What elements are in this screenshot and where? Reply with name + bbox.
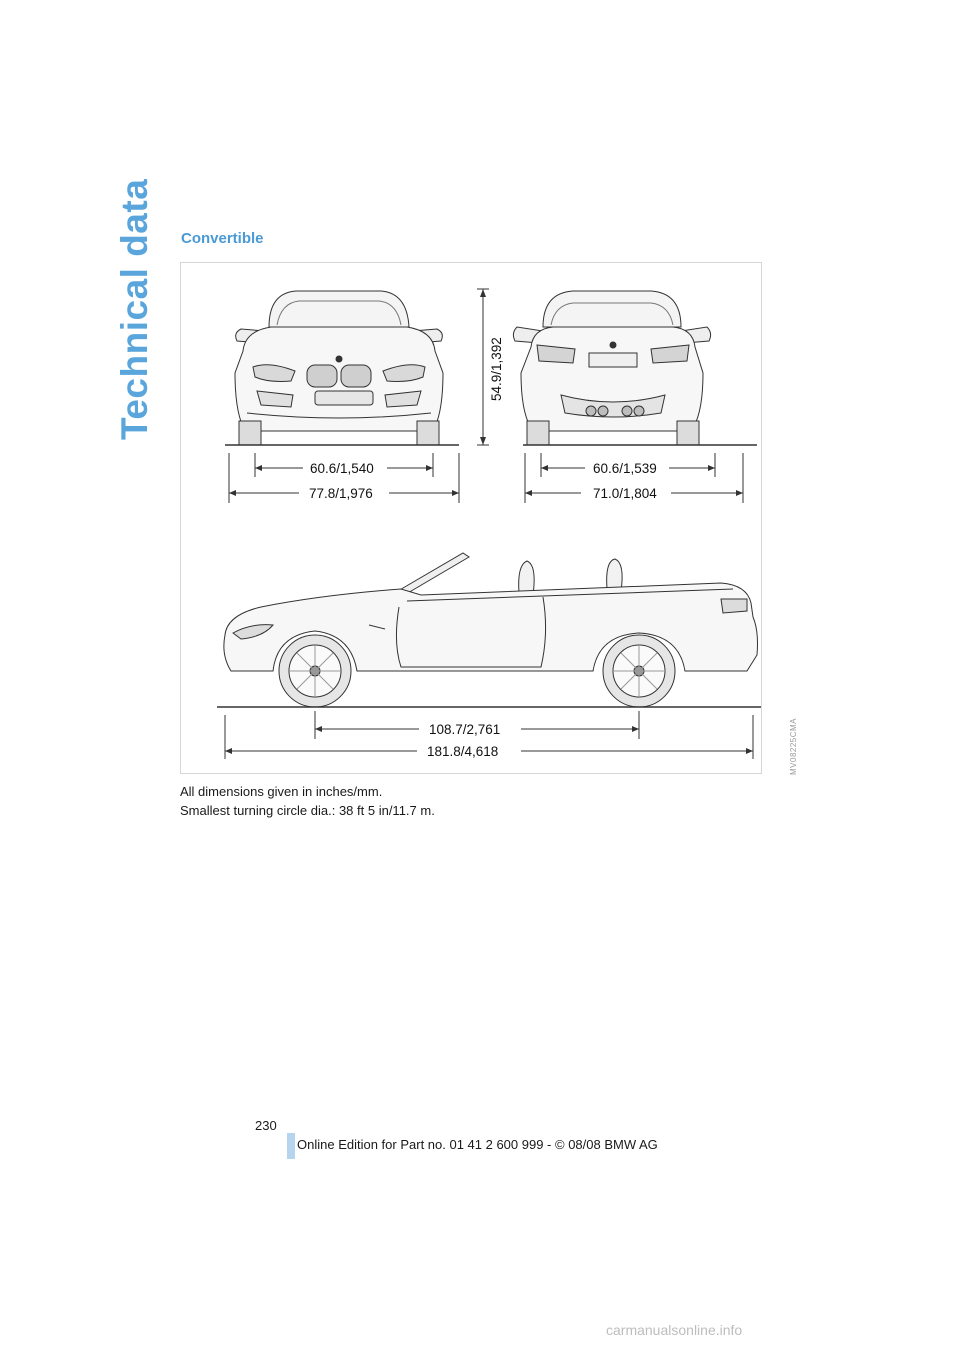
length-label: 181.8/4,618 — [427, 744, 498, 759]
rear-track-label: 60.6/1,539 — [593, 461, 657, 476]
side-section-title: Technical data — [114, 178, 155, 440]
front-track-label: 60.6/1,540 — [310, 461, 374, 476]
dimensions-note: All dimensions given in inches/mm. — [180, 784, 383, 799]
turning-circle-note: Smallest turning circle dia.: 38 ft 5 in… — [180, 803, 435, 818]
front-width-label: 77.8/1,976 — [309, 486, 373, 501]
wheelbase-label: 108.7/2,761 — [429, 722, 500, 737]
image-code: MV08225CMA — [789, 717, 798, 775]
section-heading: Convertible — [181, 230, 264, 247]
car-front-view — [234, 290, 444, 446]
height-label: 54.9/1,392 — [489, 337, 504, 401]
footer-edition-text: Online Edition for Part no. 01 41 2 600 … — [297, 1137, 658, 1152]
vehicle-dimensions-figure: 60.6/1,540 77.8/1,976 60.6/1,539 71.0/1,… — [180, 262, 762, 774]
page-number: 230 — [255, 1118, 277, 1133]
car-side-view — [223, 552, 758, 708]
dimension-drawing: 60.6/1,540 77.8/1,976 60.6/1,539 71.0/1,… — [217, 288, 761, 759]
footer-accent-bar — [287, 1133, 295, 1159]
rear-width-label: 71.0/1,804 — [593, 486, 657, 501]
watermark: carmanualsonline.info — [606, 1322, 743, 1338]
car-rear-view — [512, 290, 712, 446]
